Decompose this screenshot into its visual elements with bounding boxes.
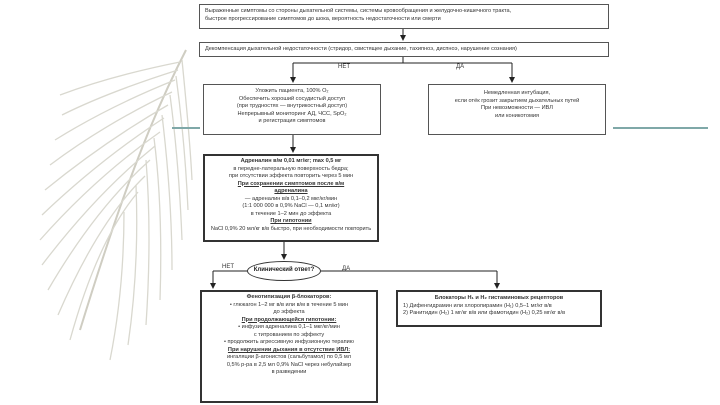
beta-blocker-line-8: в разведении [271, 369, 307, 376]
right-divider-line [613, 127, 708, 129]
beta-blocker-line-6: ингаляции β-агонистов (сальбутамол) по 0… [227, 354, 351, 361]
beta-blocker-box: Фенотипизация β-блокаторов: • глюкагон 1… [200, 290, 378, 403]
adrenaline-title: Адреналин в/м 0,01 мг/кг; max 0,5 мг [240, 158, 342, 164]
intubation-line-1: Немедленная интубация, [483, 90, 551, 96]
adrenaline-box: Адреналин в/м 0,01 мг/кг; max 0,5 мг в п… [203, 154, 379, 242]
initial-care-line-5: и регистрация симптомов [258, 118, 326, 125]
clinical-response-decision: Клинический ответ? [247, 261, 321, 281]
symptoms-box: Выраженные симптомы со стороны дыхательн… [199, 4, 609, 29]
adrenaline-line-3: — адреналин в/в 0,1–0,2 мкг/кг/мин [244, 195, 338, 202]
intubation-box: Немедленная интубация, если отёк грозит … [428, 84, 606, 135]
initial-care-line-3: (при трудностях — внутрикостный доступ) [236, 103, 348, 110]
antihistamine-line-2: 2) Ранитидин (H₂) 1 мг/кг в/в или фамоти… [403, 310, 566, 317]
beta-blocker-heading-3: При нарушении дыхания в отсутствие ИВЛ: [227, 346, 351, 353]
antihistamine-box: Блокаторы H₁ и H₂ гистаминовых рецепторо… [396, 290, 602, 327]
adrenaline-line-6: NaCl 0,9% 20 мл/кг в/в быстро, при необх… [210, 225, 372, 232]
beta-blocker-line-4: с титрованием по эффекту [253, 331, 325, 338]
initial-care-line-4: Непрерывный мониторинг АД, ЧСС, SpO₂ [237, 110, 347, 117]
antihistamine-line-1: 1) Дифенгидрамин или хлоропирамин (H₁) 0… [403, 302, 552, 309]
yes-label-top: ДА [456, 64, 465, 70]
beta-blocker-title: Фенотипизация β-блокаторов: [246, 294, 332, 300]
antihistamine-title: Блокаторы H₁ и H₂ гистаминовых рецепторо… [434, 295, 564, 301]
adrenaline-line-1: в передне-латеральную поверхность бедра; [233, 165, 349, 172]
symptoms-line-1: Выраженные симптомы со стороны дыхательн… [205, 8, 512, 14]
initial-care-line-2: Обеспечить хороший сосудистый доступ [238, 95, 346, 102]
symptoms-line-2: быстрое прогрессирование симптомов до шо… [205, 15, 441, 22]
intubation-line-4: или коникотомия [494, 112, 539, 119]
initial-care-box: Уложить пациента, 100% O₂ Обеспечить хор… [203, 84, 381, 135]
adrenaline-line-2: при отсутствии эффекта повторить через 5… [228, 173, 354, 180]
beta-blocker-line-1: • глюкагон 1–2 мг в/в или в/м в течение … [229, 301, 349, 308]
initial-care-line-1: Уложить пациента, 100% O₂ [255, 88, 329, 94]
no-label-top: НЕТ [338, 64, 350, 70]
decision-text: Клинический ответ? [253, 267, 315, 273]
no-label-mid: НЕТ [222, 264, 234, 270]
adrenaline-heading-2: При сохранении симптомов после в/м [237, 180, 345, 187]
intubation-line-2: если отёк грозит закрытием дыхательных п… [454, 97, 580, 104]
intubation-line-3: При невозможности — ИВЛ [481, 105, 553, 112]
beta-blocker-line-2: до эффекта [273, 309, 305, 316]
yes-label-mid: ДА [342, 266, 351, 272]
left-divider-line [172, 127, 200, 129]
adrenaline-line-5: в течение 1–2 мин до эффекта [250, 210, 332, 217]
adrenaline-heading-2b: адреналина [274, 188, 308, 195]
adrenaline-heading-3: При гипотонии [270, 218, 312, 225]
beta-blocker-line-3: • инфузия адреналина 0,1–1 мкг/кг/мин [238, 324, 340, 331]
adrenaline-line-4: (1:1 000 000 в 0,9% NaCl — 0,1 мл/кг) [242, 203, 340, 210]
respiratory-failure-box: Декомпенсация дыхательной недостаточност… [199, 42, 609, 57]
beta-blocker-line-5: • продолжить агрессивную инфузионную тер… [223, 339, 354, 346]
respiratory-failure-text: Декомпенсация дыхательной недостаточност… [205, 46, 517, 52]
beta-blocker-heading-2: При продолжающейся гипотонии: [241, 316, 337, 323]
beta-blocker-line-7: 0,5% р-ра в 2,5 мл 0,9% NaCl через небул… [226, 361, 352, 368]
